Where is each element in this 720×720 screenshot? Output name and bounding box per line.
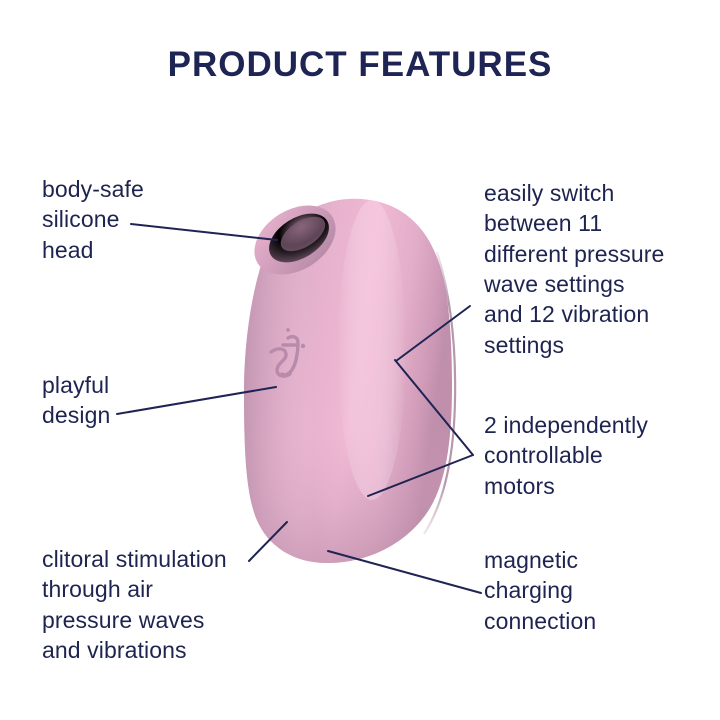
feature-label-clitoral-stimulation: clitoral stimulation through air pressur… (42, 546, 227, 664)
suction-opening (254, 205, 336, 275)
feature-label-magnetic-charging: magnetic charging connection (484, 547, 597, 634)
satisfyer-logo-icon (269, 328, 306, 378)
feature-label-body-safe: body-safe silicone head (42, 176, 144, 263)
feature-label-playful-design: playful design (42, 372, 111, 429)
feature-label-easily-switch: easily switch between 11 different press… (484, 180, 665, 358)
feature-label-motors: 2 independently controllable motors (484, 412, 648, 499)
page-title: PRODUCT FEATURES (167, 45, 553, 84)
